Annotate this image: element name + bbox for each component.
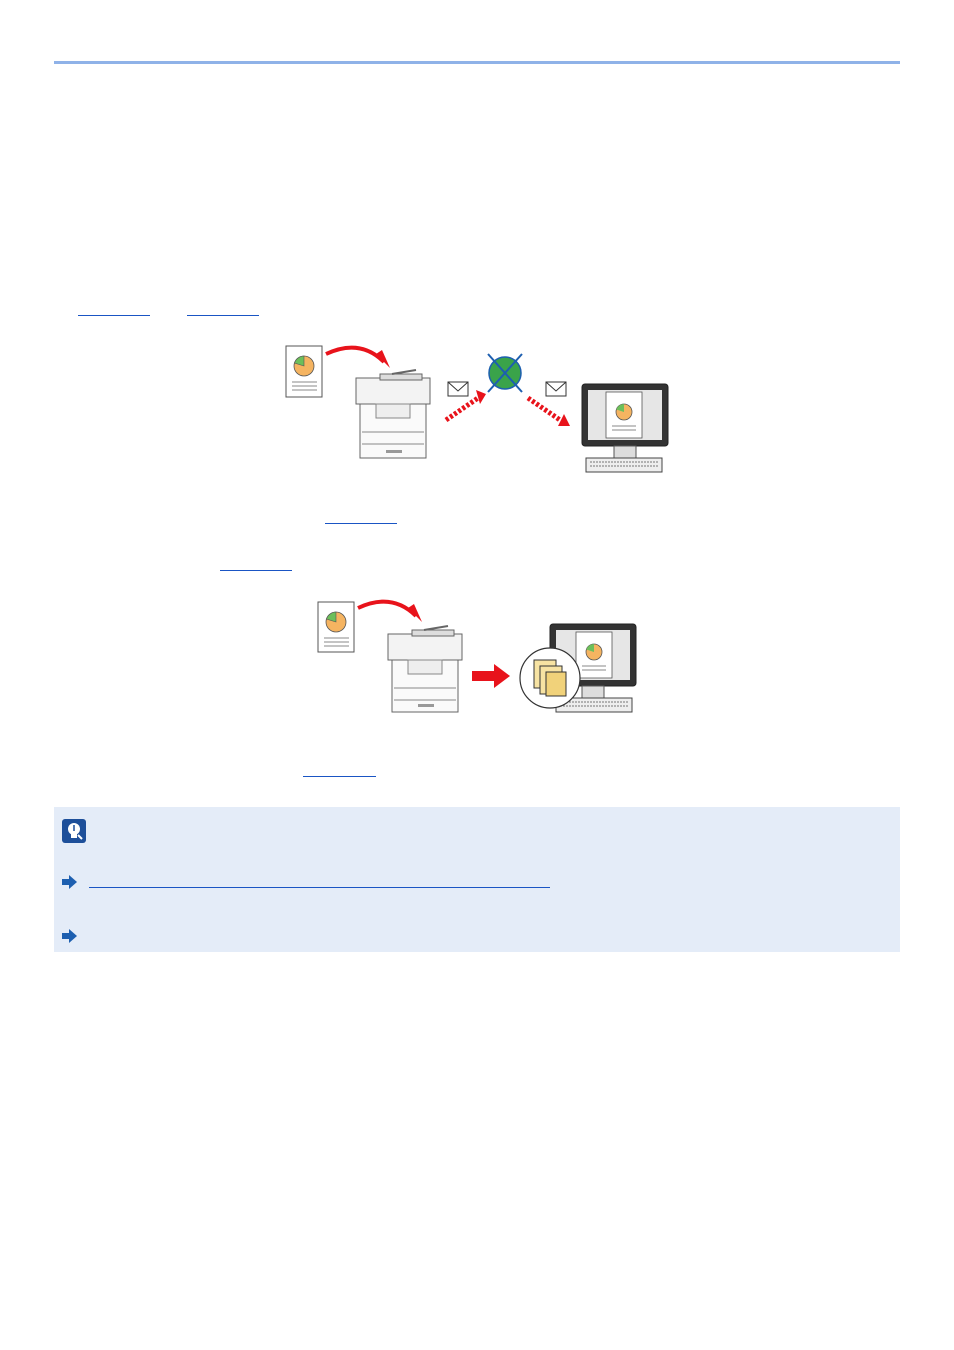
link-3[interactable]	[325, 522, 397, 524]
link-1[interactable]	[78, 314, 150, 316]
link-4[interactable]	[220, 569, 292, 571]
document-icon	[285, 345, 323, 398]
mfp-icon	[387, 625, 463, 713]
envelope-icon	[447, 381, 469, 397]
envelope-icon	[545, 381, 567, 397]
arrow-right-icon	[62, 929, 77, 943]
send-as-email-illustration	[285, 345, 669, 473]
note-lightbulb-icon	[62, 819, 86, 843]
note-box	[54, 807, 900, 952]
dashed-arrow-red-icon	[526, 395, 562, 423]
internet-globe-icon	[487, 353, 523, 393]
note-link-1[interactable]	[89, 886, 550, 888]
header-rule	[54, 61, 900, 64]
computer-monitor-icon	[581, 383, 669, 473]
shared-folder-icon	[519, 647, 581, 709]
document-icon	[317, 601, 355, 653]
arrow-red-icon	[325, 345, 386, 364]
send-to-folder-illustration	[317, 599, 637, 713]
arrow-red-icon	[472, 671, 496, 681]
mfp-icon	[355, 369, 431, 459]
dashed-arrow-red-icon	[444, 395, 480, 423]
link-2[interactable]	[187, 314, 259, 316]
link-5[interactable]	[303, 775, 376, 777]
arrow-red-icon	[357, 599, 418, 618]
arrow-right-icon	[62, 875, 77, 889]
